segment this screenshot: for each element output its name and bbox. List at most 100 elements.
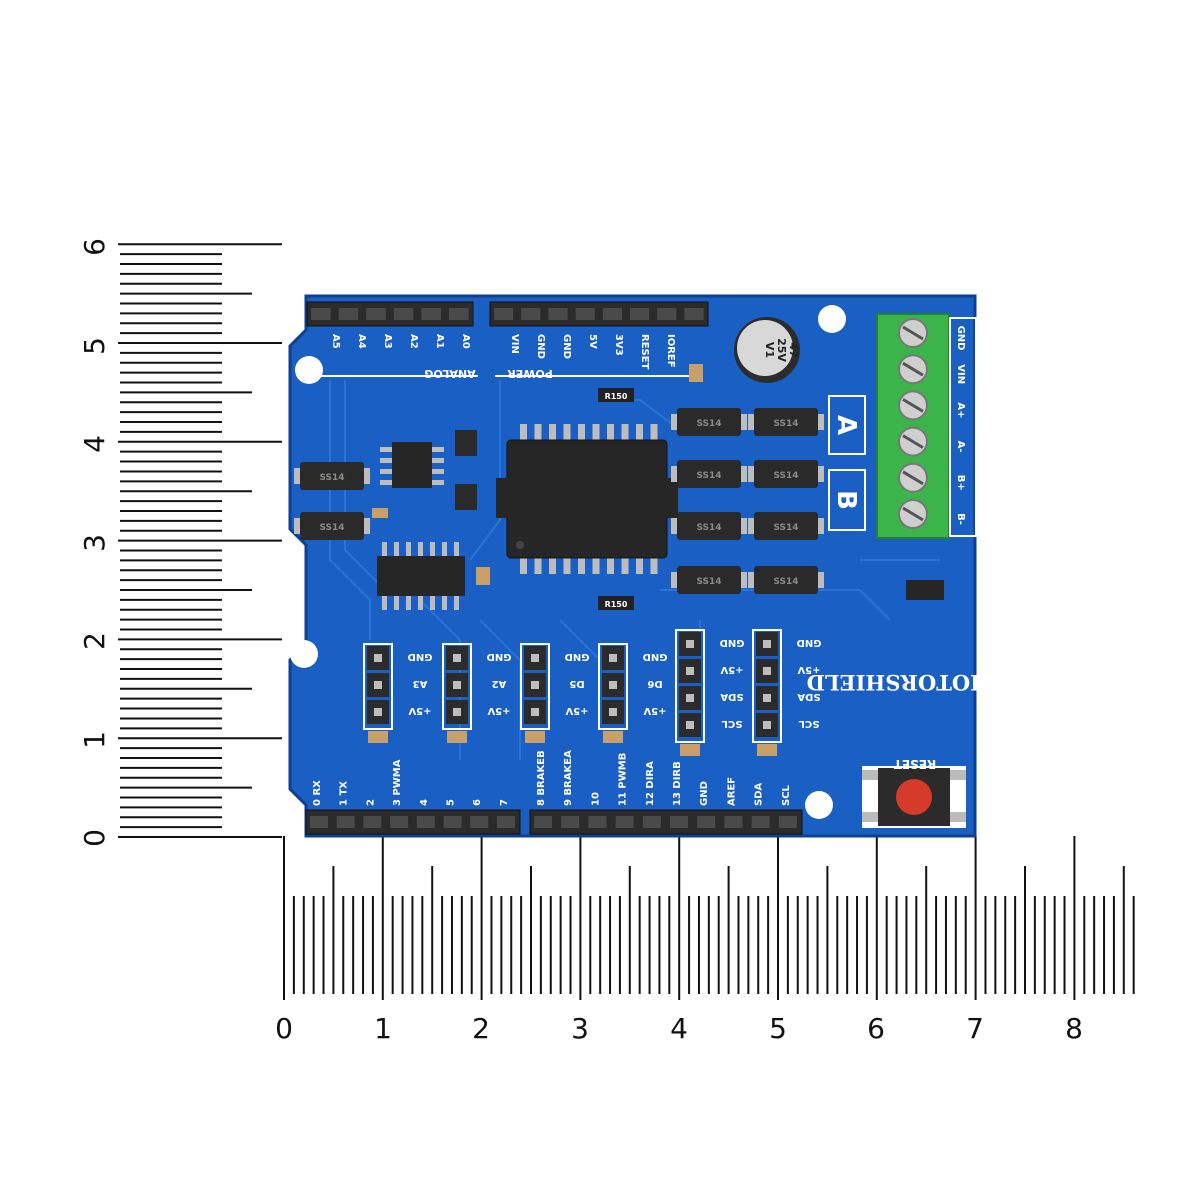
header-pin	[642, 816, 661, 828]
pin-headers: GNDA3+5VGNDA2+5VGNDD5+5VGNDD6+5VGND+5VSD…	[363, 629, 821, 756]
y-label-4: 4	[78, 435, 111, 453]
smd-resistor	[757, 744, 777, 756]
diode	[754, 408, 818, 436]
capacitor-voltage: 25V	[775, 338, 788, 362]
header-pin-label: SDA	[720, 691, 744, 702]
reset-button[interactable]	[862, 766, 966, 828]
pin-label: GND	[561, 334, 572, 359]
ic-pin	[520, 554, 527, 574]
electrolytic-capacitor: 47 25V V1	[734, 317, 800, 383]
header-pin	[393, 308, 414, 320]
ic-pin	[380, 480, 392, 485]
pin-label: VIN	[509, 334, 520, 354]
x-label-5: 5	[769, 1012, 787, 1045]
digital-pin-label: 1 TX	[339, 781, 350, 806]
header-pin-label: GND	[408, 651, 433, 662]
mounting-hole	[295, 356, 323, 384]
smd-resistor	[680, 744, 700, 756]
pin-tip	[531, 708, 539, 716]
header-pin	[443, 816, 462, 828]
header-pin	[778, 816, 797, 828]
analog-label: ANALOG	[424, 367, 475, 380]
ic-pin	[592, 554, 600, 574]
terminal-label: VIN	[955, 364, 966, 384]
digital-pin-label: 0 RX	[312, 780, 323, 806]
pin-tip	[453, 681, 461, 689]
terminal-label: A+	[955, 402, 966, 418]
resistor: R150	[598, 596, 634, 610]
motor-b-marker: B	[828, 469, 866, 531]
mounting-hole	[818, 305, 846, 333]
resistor-label: R150	[605, 392, 628, 401]
ic-pin	[534, 424, 542, 444]
terminal-label: B-	[955, 513, 966, 525]
header-pin	[561, 816, 580, 828]
x-label-3: 3	[571, 1012, 589, 1045]
digital-pin-label: 10	[590, 792, 601, 806]
screw-slot	[902, 470, 924, 486]
pin-tip	[374, 708, 382, 716]
ic-pin	[650, 554, 658, 574]
ic-pin	[636, 554, 643, 574]
header-pin-label: A3	[413, 678, 428, 689]
capacitor-value: 47	[787, 342, 800, 357]
ic-pin	[607, 554, 614, 574]
ic-pin	[563, 424, 571, 444]
header-pin	[615, 816, 634, 828]
reset-button-cap[interactable]	[896, 779, 932, 815]
vertical-ruler: 0 1 2 3 4 5 6	[78, 238, 282, 847]
terminal-label: B+	[955, 475, 966, 491]
pin-label: IOREF	[665, 334, 676, 368]
ic-pin	[380, 469, 392, 474]
header-outline	[675, 629, 705, 743]
ic-pin	[454, 596, 459, 610]
pin-label: A5	[330, 334, 341, 349]
ic-pin	[430, 542, 435, 556]
x-label-8: 8	[1065, 1012, 1083, 1045]
pin-tip	[763, 694, 771, 702]
ic-pin	[621, 554, 629, 574]
pin-tip	[531, 681, 539, 689]
pin-tip	[763, 640, 771, 648]
header-pin-label: D5	[569, 678, 584, 689]
x-label-4: 4	[670, 1012, 688, 1045]
pin-tip	[609, 708, 617, 716]
screw-slot	[902, 361, 924, 377]
header-pin-label: +5V	[797, 664, 820, 675]
digital-pin-label: 11 PWMB	[618, 753, 629, 806]
vertical-ruler-ticks	[118, 243, 282, 838]
header-outline	[598, 643, 628, 730]
header-pin	[494, 308, 514, 320]
terminal-label: GND	[955, 326, 966, 351]
motor-b-label: B	[831, 490, 861, 510]
header-pin	[416, 816, 435, 828]
header-pin	[697, 816, 716, 828]
ic-pin	[430, 596, 435, 610]
digital-pin-label: GND	[699, 781, 710, 806]
digital-pin-label: 5	[446, 799, 457, 806]
diode-label: SS14	[319, 523, 344, 533]
header-pin	[421, 308, 441, 320]
pin-label: A4	[356, 334, 367, 349]
digital-pin-label: 9 BRAKEA	[563, 750, 574, 806]
header-pin	[366, 308, 386, 320]
diode	[754, 512, 818, 540]
header-pin	[496, 816, 515, 828]
ic-pin	[406, 542, 411, 556]
diode-label: SS14	[773, 523, 798, 533]
digital-pin-label: 13 DIRB	[672, 761, 683, 806]
horizontal-ruler-ticks	[283, 836, 1135, 1000]
header-pin	[470, 816, 489, 828]
header-pin	[338, 308, 359, 320]
reset-label: RESET	[893, 757, 936, 771]
diode	[677, 512, 741, 540]
digital-pin-label: 7	[499, 799, 510, 806]
pin-tip	[531, 654, 539, 662]
ic-pin	[578, 424, 585, 444]
ic-pin	[520, 424, 527, 444]
